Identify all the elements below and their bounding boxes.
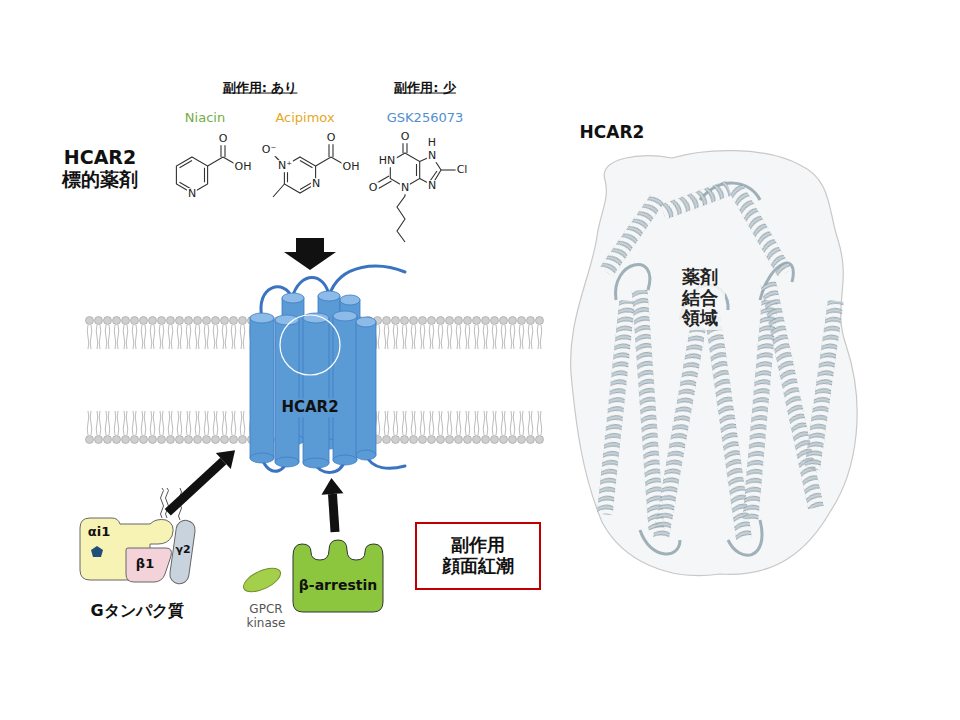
- atom-label: Cl: [456, 164, 469, 176]
- atom-label: O: [218, 133, 229, 145]
- atom-label: N: [427, 150, 437, 162]
- gpcr-kinase: GPCR kinase: [232, 566, 300, 634]
- receptor-hcar2: HCAR2: [238, 262, 410, 474]
- beta-arrestin: β-arrestin: [290, 536, 386, 616]
- atom-label: O: [326, 132, 337, 144]
- atom-label: O⁻: [261, 144, 277, 156]
- drug-name: GSK256073: [387, 111, 463, 126]
- drug-name: Niacin: [185, 111, 225, 126]
- beta-arrestin-shape: [290, 536, 386, 616]
- drug-name: Acipimox: [275, 111, 334, 126]
- signal-arrow: [322, 478, 344, 532]
- receptor-hcar2-shape: [238, 262, 410, 474]
- atom-label: N: [400, 182, 410, 194]
- atom-label: N⁺: [277, 160, 293, 172]
- subunit-label: αi1: [88, 525, 110, 540]
- arrow-shaft: [332, 494, 335, 532]
- atom-label: OH: [342, 161, 361, 173]
- group-label: Gタンパク質: [90, 602, 183, 620]
- signal-arrow: [168, 450, 235, 512]
- atom-label: N: [311, 178, 321, 190]
- arrow-head: [216, 450, 235, 469]
- side-effect-heading: 副作用: 少: [394, 81, 456, 96]
- atom-label: N: [187, 188, 197, 200]
- kinase-label: GPCR kinase: [240, 603, 292, 631]
- arrestin-label: β-arrestin: [299, 577, 377, 593]
- drug-group-title: HCAR2 標的薬剤: [54, 147, 146, 191]
- g-beta-subunit: β1: [122, 544, 174, 586]
- arrow-shaft: [168, 461, 224, 512]
- atom-label: N: [427, 180, 437, 192]
- protein-structure-panel-shape: [568, 118, 868, 588]
- drug-arrow: [284, 238, 336, 270]
- subunit-label: γ2: [175, 544, 190, 557]
- arrow-head: [322, 478, 344, 495]
- g-gamma-subunit: γ2: [168, 516, 198, 588]
- atom-label: O: [400, 131, 411, 143]
- side-effect-heading: 副作用: あり: [223, 81, 298, 96]
- atom-label: OH: [234, 161, 253, 173]
- atom-label: O: [368, 182, 379, 194]
- atom-label: HN: [378, 155, 397, 167]
- side-effect-text: 副作用 顔面紅潮: [437, 535, 519, 576]
- binding-site-label: 薬剤 結合 領域: [675, 266, 725, 330]
- receptor-label: HCAR2: [278, 398, 341, 417]
- side-effect-box: 副作用 顔面紅潮: [415, 522, 541, 590]
- subunit-label: β1: [136, 557, 154, 572]
- structure-title: HCAR2: [580, 123, 645, 143]
- protein-structure-panel: HCAR2 薬剤 結合 領域: [568, 118, 868, 588]
- chemical-structures: [176, 140, 456, 242]
- atom-label: H: [427, 137, 437, 149]
